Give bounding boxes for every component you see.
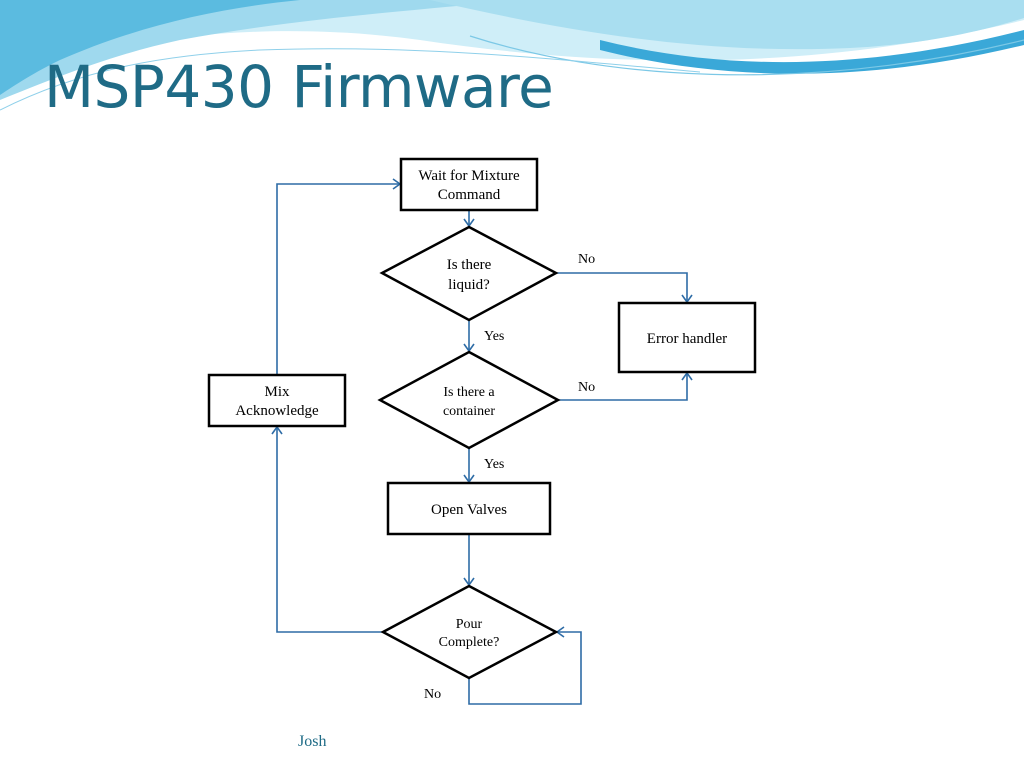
edge-label-container-no: No — [578, 380, 595, 395]
svg-text:Mix: Mix — [264, 384, 290, 400]
node-mix-acknowledge: Mix Acknowledge — [207, 373, 347, 428]
svg-text:Acknowledge: Acknowledge — [235, 403, 319, 419]
svg-text:Wait for Mixture: Wait for Mixture — [418, 168, 520, 184]
node-open-valves: Open Valves — [386, 481, 552, 536]
edge-label-liquid-no: No — [578, 252, 595, 267]
svg-text:Error handler: Error handler — [647, 331, 727, 347]
svg-text:liquid?: liquid? — [448, 277, 490, 293]
svg-text:Open Valves: Open Valves — [431, 502, 507, 518]
edge-label-container-yes: Yes — [484, 457, 504, 472]
node-pour-complete: Pour Complete? — [380, 584, 559, 680]
edge-label-liquid-yes: Yes — [484, 329, 504, 344]
svg-text:container: container — [443, 404, 495, 419]
edge-pour-to-mix — [276, 427, 383, 633]
header-wave-decoration — [0, 0, 1024, 111]
slide-title: MSP430 Firmware — [44, 53, 554, 121]
svg-text:Is there a: Is there a — [443, 385, 495, 400]
edge-label-pour-no: No — [424, 687, 441, 702]
node-error-handler: Error handler — [617, 301, 757, 374]
edge-mix-to-wait — [276, 183, 400, 374]
svg-text:Command: Command — [438, 187, 501, 203]
edge-pour-no-loop — [468, 631, 582, 705]
svg-text:Complete?: Complete? — [439, 635, 500, 650]
svg-text:Pour: Pour — [456, 617, 483, 632]
node-wait-for-mixture-command: Wait for Mixture Command — [399, 157, 539, 212]
svg-text:Is there: Is there — [447, 257, 492, 273]
node-is-there-liquid: Is there liquid? — [379, 225, 559, 322]
node-is-there-a-container: Is there a container — [377, 350, 561, 450]
author-footer: Josh — [298, 733, 327, 750]
edge-liquid-no — [556, 272, 688, 302]
edge-container-no — [558, 373, 688, 401]
